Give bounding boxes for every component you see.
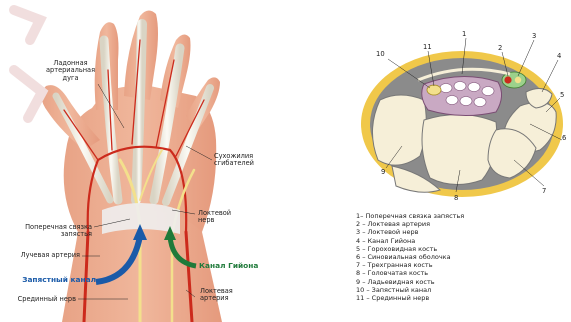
section-number-6: 6 [562,134,566,142]
ulnar-nerve-section [515,77,521,83]
label-guyon-canal: Канал Гийона [199,262,258,269]
section-number-8: 8 [454,194,458,202]
legend-item: 10 – Запястный канал [356,286,464,294]
label-transverse-ligament: Поперечная связка запястья [0,224,92,239]
section-number-1: 1 [462,30,466,38]
legend-item: 11 – Срединный нерв [356,294,464,302]
legend-item: 4 – Канал Гийона [356,237,464,245]
legend-item: 1– Поперечная связка запястья [356,212,464,220]
section-number-7: 7 [542,187,546,195]
watermark [0,0,80,150]
section-number-11: 11 [423,43,432,51]
median-nerve-section [427,85,441,95]
ulnar-artery-section [504,76,511,83]
section-number-2: 2 [498,44,502,52]
label-flexor-tendons: Сухожилия сгибателей [214,153,254,168]
legend-item: 5 – Гороховидная кость [356,245,464,253]
section-number-9: 9 [381,168,385,176]
bone-scaphoid [372,95,426,165]
label-ulnar-nerve: Локтевой нерв [198,210,231,225]
label-ulnar-artery: Локтевая артерия [200,288,233,303]
section-number-5: 5 [560,91,564,99]
legend-item: 2 – Локтевая артерия [356,220,464,228]
section-number-4: 4 [557,52,561,60]
section-number-10: 10 [376,50,385,58]
label-carpal-tunnel: Запястный канал [0,276,96,283]
legend-item: 7 – Трехгранная кость [356,261,464,269]
legend-list: 1– Поперечная связка запястья 2 – Локтев… [356,212,464,302]
legend-item: 8 – Головчатая кость [356,269,464,277]
legend-item: 6 – Синовиальная оболочка [356,253,464,261]
legend-item: 9 – Ладьевидная кость [356,278,464,286]
label-median-nerve: Срединный нерв [0,296,76,303]
section-number-3: 3 [532,32,536,40]
legend-item: 3 – Локтевой нерв [356,228,464,236]
label-radial-artery: Лучевая артерия [0,252,80,259]
